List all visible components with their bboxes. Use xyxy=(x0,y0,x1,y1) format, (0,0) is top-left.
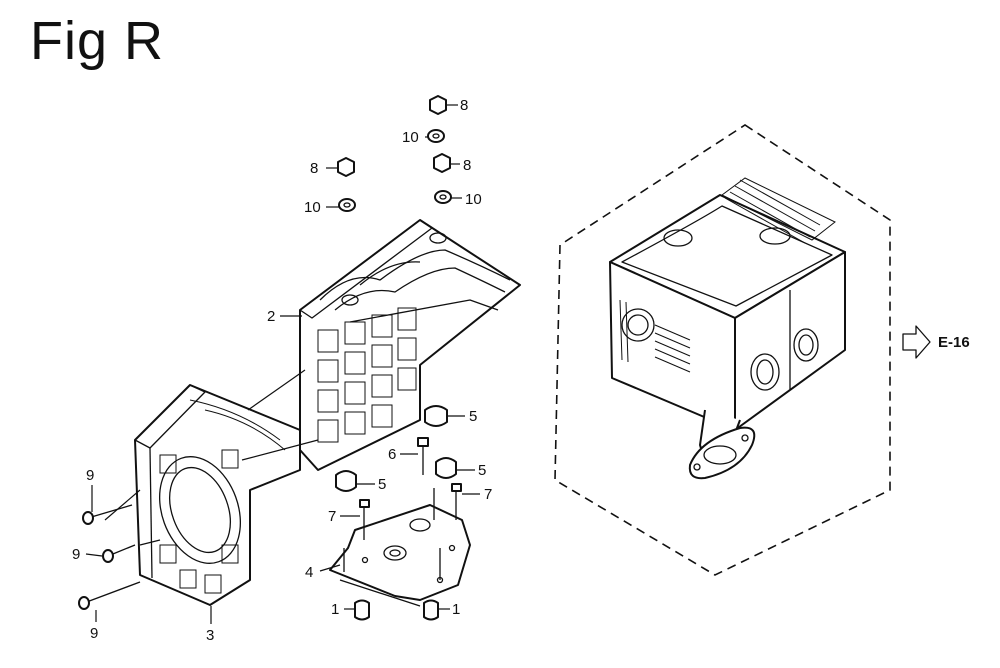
reference-label: E-16 xyxy=(938,334,970,351)
figure-title: Fig R xyxy=(30,11,165,71)
callout-5: 5 xyxy=(378,476,386,493)
engine-housing xyxy=(609,177,846,480)
callout-2: 2 xyxy=(267,308,275,325)
callout-1: 1 xyxy=(331,601,339,618)
callout-3: 3 xyxy=(206,627,214,644)
callout-9: 9 xyxy=(90,625,98,642)
callout-7: 7 xyxy=(328,508,336,525)
callout-5: 5 xyxy=(469,408,477,425)
callout-7: 7 xyxy=(484,486,492,503)
callout-1: 1 xyxy=(452,601,460,618)
leader-lines xyxy=(85,104,480,624)
callout-8: 8 xyxy=(463,157,471,174)
arrow-right-outline-icon xyxy=(902,325,931,359)
callout-8: 8 xyxy=(310,160,318,177)
rubber-mount-icon xyxy=(335,405,457,492)
upper-bracket-part-2 xyxy=(299,219,521,471)
callout-9: 9 xyxy=(86,467,94,484)
callout-10: 10 xyxy=(465,191,482,208)
callout-10: 10 xyxy=(304,199,321,216)
foot-cap-icon xyxy=(354,599,439,621)
washer-icon xyxy=(338,129,452,212)
bolt-icon xyxy=(343,437,462,580)
callout-8: 8 xyxy=(460,97,468,114)
assembly-dashed-outline xyxy=(554,124,891,576)
nut-icon xyxy=(337,95,451,177)
callout-6: 6 xyxy=(388,446,396,463)
callout-labels: 8 10 8 8 10 10 2 5 6 5 5 7 7 9 9 9 3 4 1… xyxy=(72,97,492,644)
base-plate-part-4 xyxy=(329,504,471,607)
callout-9: 9 xyxy=(72,546,80,563)
screw-icon xyxy=(78,504,141,610)
callout-4: 4 xyxy=(305,564,313,581)
frame-bracket-part-3 xyxy=(134,384,301,606)
callout-10: 10 xyxy=(402,129,419,146)
callout-5: 5 xyxy=(478,462,486,479)
